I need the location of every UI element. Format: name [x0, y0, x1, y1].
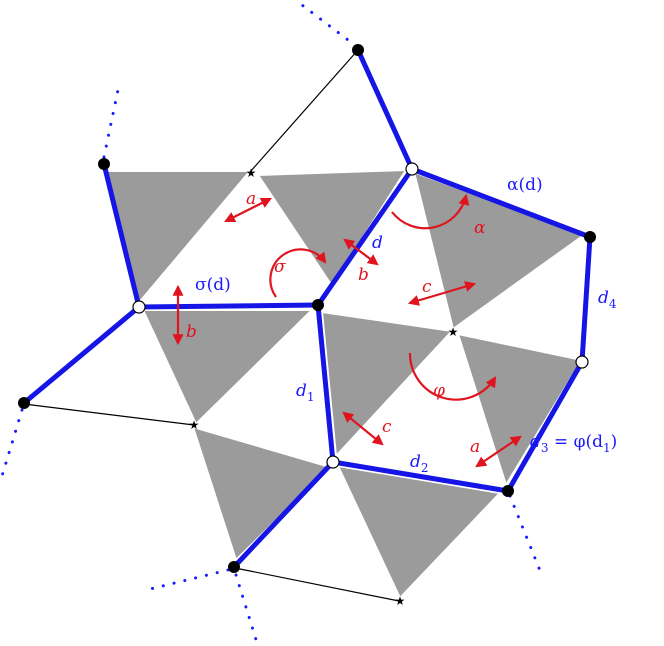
- edge-top: [355, 47, 415, 172]
- edge-d2: [330, 459, 511, 494]
- blue-path: [21, 47, 593, 570]
- gray-triangles: [102, 168, 587, 600]
- edge-labels: σ(d) d α(d) d4 d1 d2 d3 = φ(d1): [195, 175, 617, 475]
- edge-d4: [579, 234, 593, 365]
- star-marker-icon: ★: [189, 418, 200, 432]
- label-alpha-d: α(d): [507, 175, 543, 195]
- label-phi: φ: [433, 381, 445, 401]
- dotted-continuations: [0, 0, 545, 646]
- double-arrow-icon: [224, 198, 272, 222]
- edge-upper-left: [101, 161, 142, 310]
- label-d: d: [372, 233, 383, 253]
- open-vertex-icon: [405, 162, 419, 176]
- open-vertex-icon: [326, 455, 340, 469]
- label-d3-phi-d1: d3 = φ(d1): [530, 432, 617, 455]
- thin-edges: [23, 49, 400, 602]
- double-arrow-icon: [475, 435, 522, 468]
- label-sigma: σ: [274, 257, 286, 277]
- label-a-top: a: [246, 189, 256, 209]
- filled-vertex-icon: [352, 44, 364, 56]
- label-d1: d1: [296, 381, 315, 404]
- double-arrow-icon: [342, 411, 384, 446]
- filled-vertex-icon: [584, 231, 596, 243]
- move-arrows: [172, 198, 522, 468]
- dotted-bottom-left-b: [234, 573, 260, 646]
- move-labels: a b b c c a σ α φ: [186, 189, 486, 457]
- edge-d1: [315, 302, 336, 465]
- double-arrow-icon: [407, 281, 477, 306]
- label-d4: d4: [598, 288, 617, 311]
- dotted-left: [0, 408, 24, 478]
- dotted-right: [508, 494, 545, 580]
- thin-edge-bottom: [234, 567, 400, 602]
- thin-edge-left: [23, 403, 195, 426]
- label-a-lower: a: [470, 437, 480, 457]
- edge-d: [315, 166, 415, 308]
- label-sigma-d: σ(d): [195, 275, 231, 295]
- dotted-top: [296, 0, 358, 48]
- star-marker-icon: ★: [395, 594, 406, 608]
- label-b-left: b: [186, 322, 197, 342]
- triangle-right-upper: [412, 170, 587, 331]
- star-markers: ★ ★ ★ ★: [189, 166, 459, 608]
- double-arrow-icon: [343, 238, 379, 266]
- label-c-right: c: [422, 277, 432, 297]
- triangle-left-middle: [141, 309, 315, 426]
- vertices: [18, 44, 596, 573]
- filled-vertex-icon: [98, 158, 110, 170]
- star-marker-icon: ★: [246, 166, 257, 180]
- edge-d3: [505, 359, 585, 494]
- label-d2: d2: [410, 452, 429, 475]
- rotation-arrow-sigma-icon: [269, 248, 327, 298]
- open-vertex-icon: [132, 300, 146, 314]
- triangle-bottom-right: [336, 464, 503, 600]
- edge-bottom-left: [231, 459, 336, 570]
- star-marker-icon: ★: [448, 325, 459, 339]
- filled-vertex-icon: [502, 485, 514, 497]
- rotation-arrows: [269, 193, 497, 401]
- triangle-right-lower: [456, 332, 584, 488]
- open-vertex-icon: [575, 355, 589, 369]
- edge-left-down: [21, 304, 142, 406]
- filled-vertex-icon: [312, 299, 324, 311]
- label-c-lower: c: [382, 417, 392, 437]
- edge-alpha-d: [409, 166, 593, 240]
- thin-edge-top: [249, 49, 359, 173]
- filled-vertex-icon: [228, 561, 240, 573]
- label-b-center: b: [358, 265, 369, 285]
- edge-sigma-d: [136, 302, 321, 310]
- dotted-bottom-left-a: [140, 568, 230, 593]
- rotation-arrow-alpha-icon: [391, 193, 470, 230]
- dotted-upper-left: [102, 88, 120, 159]
- filled-vertex-icon: [18, 397, 30, 409]
- label-alpha: α: [474, 218, 486, 238]
- rotation-arrow-phi-icon: [408, 352, 497, 401]
